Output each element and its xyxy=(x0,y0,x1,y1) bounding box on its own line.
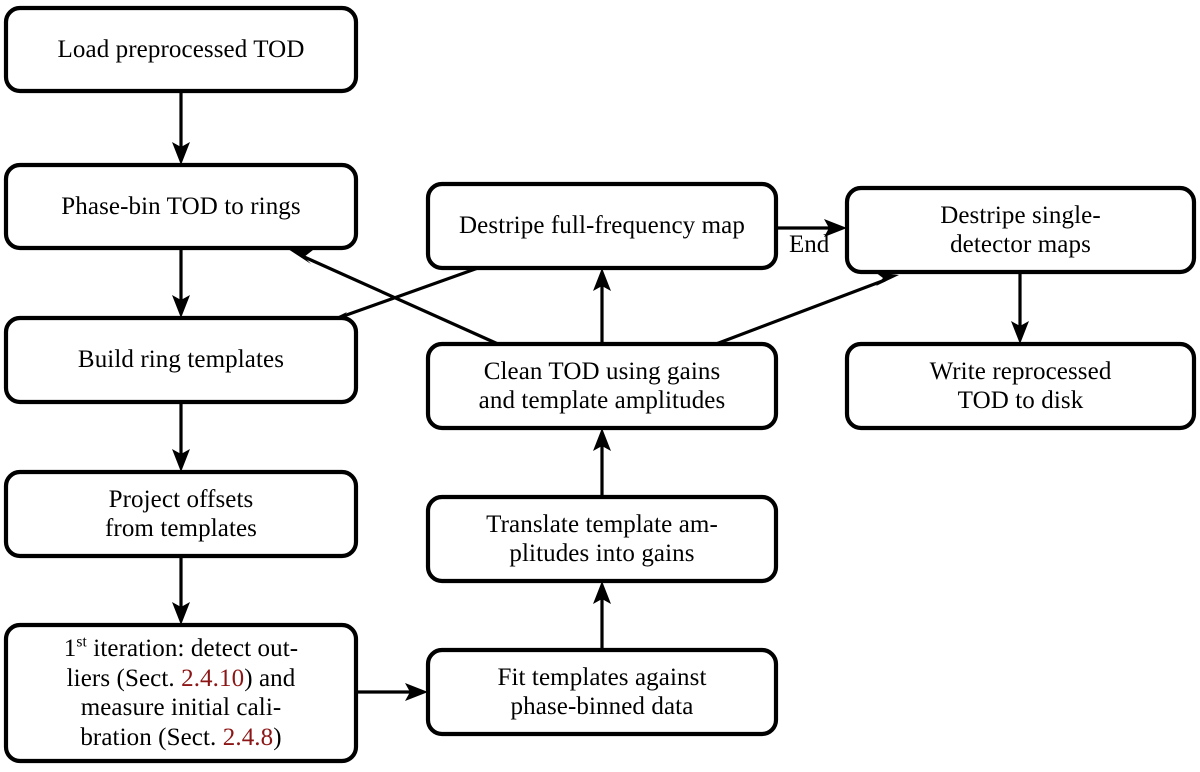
edge-destripefull-to-destripesingle xyxy=(776,219,847,237)
edges-layer xyxy=(172,91,1029,701)
edge-projectoffsets-to-firstiteration xyxy=(172,556,190,625)
edge-translate-to-cleantod xyxy=(593,428,611,497)
edge-fittemplates-to-translate xyxy=(593,581,611,650)
edge-destripesingle-to-write xyxy=(1011,272,1029,344)
edge-buildring-to-projectoffsets xyxy=(172,402,190,472)
edge-cleantod-to-destripefull xyxy=(593,268,611,344)
edge-label-end: End xyxy=(789,231,830,258)
edge-phasebin-to-buildring xyxy=(172,248,190,318)
edge-cleantod-to-destripesingle xyxy=(715,272,899,346)
edge-load-to-phasebin xyxy=(172,91,190,165)
edge-firstiteration-to-fittemplates xyxy=(356,683,428,701)
edge-cleantod-to-phasebin xyxy=(288,249,499,346)
